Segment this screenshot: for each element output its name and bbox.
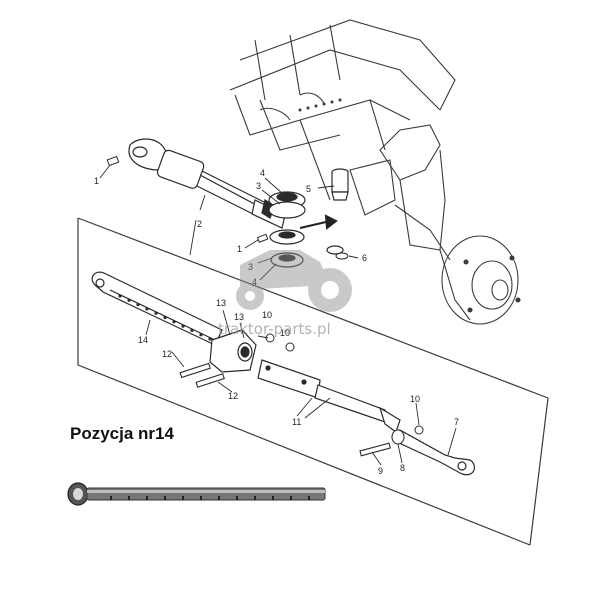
callout-12-right: 12 <box>228 391 238 401</box>
watermark-text: traktor-parts.pl <box>218 320 331 338</box>
callout-10-lower: 10 <box>410 394 420 404</box>
bolts-part-12 <box>179 362 225 388</box>
tube-hole <box>190 328 194 332</box>
callout-8: 8 <box>400 463 405 473</box>
callout-13-left: 13 <box>216 298 226 308</box>
tube-hole <box>172 320 176 324</box>
arrow-to-kingpin <box>299 214 338 230</box>
callout-3-lower: 3 <box>248 262 253 272</box>
bar-hole <box>164 496 166 500</box>
wheel-hub <box>439 235 521 325</box>
callout-4-upper: 4 <box>260 168 265 178</box>
bar-hole <box>200 496 202 500</box>
callout-10-upper: 10 <box>262 310 272 320</box>
callout-13-right: 13 <box>234 312 244 322</box>
washer-6 <box>335 252 349 260</box>
callout-7: 7 <box>454 417 459 427</box>
tube-hole <box>163 315 167 320</box>
bar-hole <box>290 496 292 500</box>
bar-hole <box>272 496 274 500</box>
callout-14: 14 <box>138 335 148 345</box>
tube-hole <box>154 311 158 315</box>
watermark-logo <box>236 250 352 312</box>
frame-hole-row <box>298 98 342 112</box>
callout-10-middle: 10 <box>280 328 290 338</box>
tube-hole <box>181 324 185 328</box>
grease-nipple-middle <box>256 233 269 243</box>
tube-hole <box>199 333 203 337</box>
bar-hole <box>308 496 310 500</box>
tube-hole <box>118 294 122 298</box>
callout-1-middle: 1 <box>237 244 242 254</box>
kingpin <box>326 168 349 255</box>
inset-frame <box>77 217 549 546</box>
tube-hole <box>127 298 131 302</box>
callout-9: 9 <box>378 466 383 476</box>
tube-hole-row <box>118 294 212 341</box>
tractor-front-axle-frame <box>229 19 456 261</box>
callout-numbers: 1 2 4 3 5 1 3 4 6 14 13 13 10 10 12 12 1… <box>94 168 459 476</box>
bolt-part-9 <box>359 442 391 457</box>
callout-6: 6 <box>362 253 367 263</box>
callout-4-lower: 4 <box>252 277 257 287</box>
bar-hole <box>182 496 184 500</box>
nut-part-8 <box>391 429 405 445</box>
bar-hole <box>218 496 220 500</box>
leader-lines <box>99 164 457 466</box>
tube-hole <box>136 303 140 307</box>
part-caption: Pozycja nr14 <box>70 424 174 443</box>
callout-3-upper: 3 <box>256 181 261 191</box>
callout-11: 11 <box>292 417 301 427</box>
callout-12-left: 12 <box>162 349 172 359</box>
grease-nipple-upper <box>106 155 120 167</box>
part-14-standalone <box>67 482 326 506</box>
bar-hole <box>236 496 238 500</box>
washer-stack <box>268 191 306 268</box>
bar-hole <box>146 496 148 500</box>
ball-joint-part-7 <box>396 429 476 476</box>
tube-hole <box>208 337 212 341</box>
tube-part-14 <box>91 271 223 346</box>
callout-5: 5 <box>306 184 311 194</box>
sleeve-part-11 <box>257 359 401 433</box>
upper-drag-link <box>128 138 286 229</box>
callout-1-upper: 1 <box>94 176 99 186</box>
nuts-part-10 <box>265 333 424 435</box>
bar-hole <box>254 496 256 500</box>
part-14-hole-row <box>110 496 310 500</box>
bar-hole <box>128 496 130 500</box>
tube-hole <box>145 307 149 311</box>
callout-2: 2 <box>197 219 202 229</box>
bar-hole <box>110 496 112 500</box>
